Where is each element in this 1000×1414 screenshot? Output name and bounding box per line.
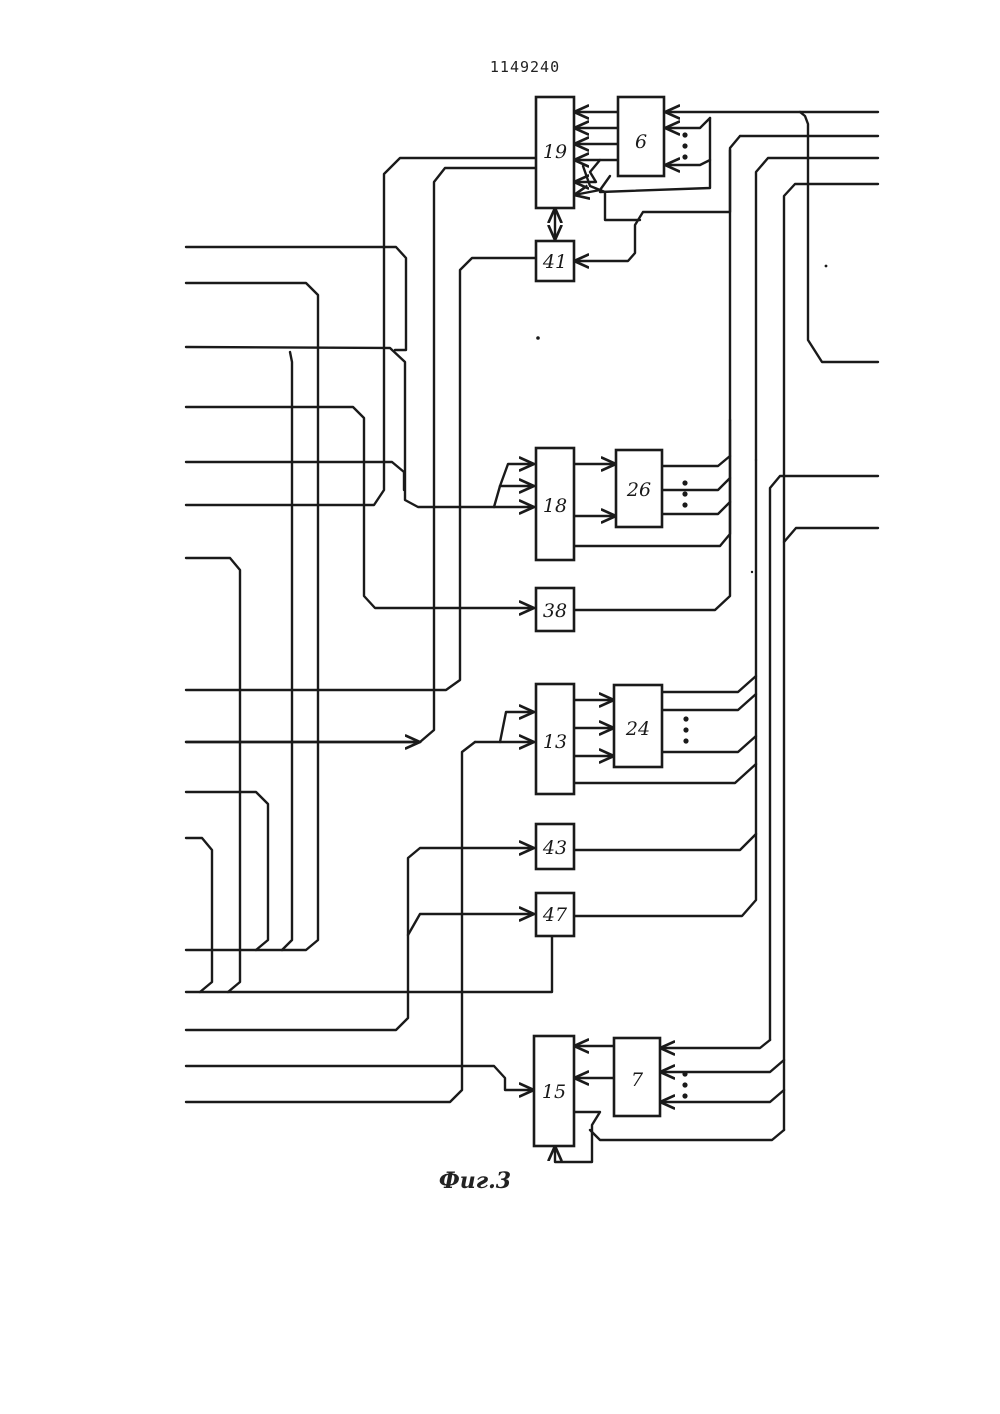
wire-26-out-2 xyxy=(662,478,730,490)
wire-19-out-2 xyxy=(186,168,536,742)
wire-41-out xyxy=(186,258,536,690)
wire-15-in xyxy=(186,1066,534,1090)
wire-24-out-1 xyxy=(662,676,756,692)
block-7: 7 xyxy=(614,1038,660,1116)
wire-bus-top-1 xyxy=(800,112,878,362)
block-38-label: 38 xyxy=(543,600,567,622)
wire-26-out-3 xyxy=(662,502,730,514)
wire-7-in-3 xyxy=(660,1090,784,1102)
wire-left-in-3b xyxy=(282,352,292,950)
wires xyxy=(186,112,878,1162)
block-26: 26 xyxy=(616,450,662,527)
block-43: 43 xyxy=(536,824,574,869)
wire-18-in-b xyxy=(494,486,534,507)
wire-bus-top-3 xyxy=(784,184,878,1130)
ellipsis-dots-24 xyxy=(683,716,688,743)
wire-6-in-2 xyxy=(665,118,710,128)
block-24: 24 xyxy=(614,685,662,767)
block-15: 15 xyxy=(534,1036,574,1146)
wire-bus-top-2 xyxy=(756,158,878,460)
wire-7-in-2 xyxy=(660,1060,784,1072)
block-6-label: 6 xyxy=(635,131,647,153)
block-19: 19 xyxy=(536,97,574,208)
block-26-label: 26 xyxy=(626,479,651,501)
wire-13-out-bottom xyxy=(574,764,756,783)
figure-caption: Фиг.3 xyxy=(420,1168,530,1194)
wire-left-in-5 xyxy=(186,462,404,490)
wire-right-in-2 xyxy=(784,528,878,542)
wire-right-in-1 xyxy=(770,476,878,1040)
block-13: 13 xyxy=(536,684,574,794)
block-47: 47 xyxy=(536,893,574,936)
wire-left-in-8 xyxy=(186,838,212,992)
block-6: 6 xyxy=(618,97,664,176)
block-18-label: 18 xyxy=(543,495,567,517)
wire-13-left-feed xyxy=(186,742,475,1102)
wire-left-in-1 xyxy=(186,247,406,350)
wire-43-out xyxy=(574,834,756,850)
wire-18-in-c xyxy=(500,464,534,486)
block-41: 41 xyxy=(536,241,574,281)
wire-left-in-7 xyxy=(186,792,268,950)
wire-bus-right-low xyxy=(574,460,756,916)
ellipsis-dots-26 xyxy=(682,480,687,507)
wire-13-in-c xyxy=(500,712,534,742)
wire-7-bus-bottom xyxy=(590,1130,784,1140)
block-18: 18 xyxy=(536,448,574,560)
block-13-label: 13 xyxy=(543,731,567,753)
wire-43-in xyxy=(186,848,534,1030)
block-43-label: 43 xyxy=(542,837,567,859)
block-24-label: 24 xyxy=(625,718,650,740)
block-38: 38 xyxy=(536,588,574,631)
block-19-label: 19 xyxy=(543,141,567,163)
block-41-label: 41 xyxy=(542,251,567,273)
wire-26-out-1 xyxy=(662,456,730,466)
ellipsis-dots-6 xyxy=(682,132,687,159)
block-15-label: 15 xyxy=(542,1081,566,1103)
wire-24-out-3 xyxy=(662,736,756,752)
wire-left-in-2 xyxy=(186,283,318,950)
wire-47-in xyxy=(408,914,534,935)
wire-19-out-1 xyxy=(186,158,536,505)
wire-left-in-3 xyxy=(186,347,494,507)
block-47-label: 47 xyxy=(542,904,568,926)
wire-7-in-1 xyxy=(660,1040,770,1048)
ellipsis-dots-7 xyxy=(682,1071,687,1098)
block-7-label: 7 xyxy=(631,1069,644,1091)
wire-24-out-2 xyxy=(662,694,756,710)
